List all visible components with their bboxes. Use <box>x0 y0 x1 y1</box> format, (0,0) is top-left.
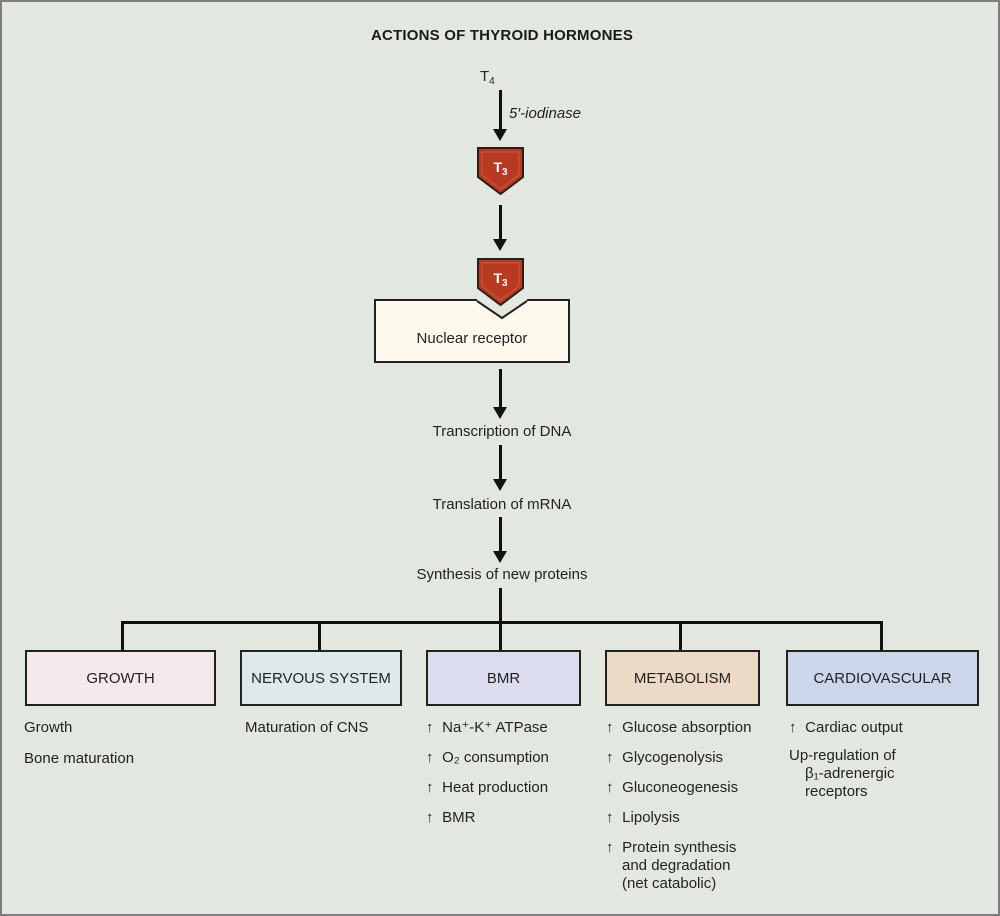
effect-item-continuation: receptors <box>805 783 868 800</box>
effect-item: Bone maturation <box>24 750 135 767</box>
effect-item: ↑ Heat production <box>426 779 549 796</box>
t3-label: T3 <box>493 159 508 178</box>
up-arrow-icon: ↑ <box>606 749 614 766</box>
branch-trunk <box>499 588 502 624</box>
nuclear-receptor-label: Nuclear receptor <box>416 330 528 347</box>
arrow-receptor-transcription-head <box>493 407 507 419</box>
up-arrow-icon: ↑ <box>606 779 614 796</box>
branch-bar <box>121 621 883 624</box>
arrow-translation-synthesis-head <box>493 551 507 563</box>
branch-cardiovascular <box>880 621 883 651</box>
arrow-t4-t3-shaft <box>499 90 502 130</box>
step-transcription: Transcription of DNA <box>432 423 572 440</box>
step-synthesis: Synthesis of new proteins <box>416 566 588 583</box>
effect-item: ↑ Na⁺-K⁺ ATPase <box>426 719 548 736</box>
category-cardiovascular: CARDIOVASCULAR <box>786 650 979 706</box>
up-arrow-icon: ↑ <box>426 809 434 826</box>
t3-pentagon-icon <box>477 147 524 196</box>
t3-hormone-free: T3 <box>477 147 524 196</box>
effect-item: ↑ Cardiac output <box>789 719 903 736</box>
step-translation: Translation of mRNA <box>432 496 572 513</box>
up-arrow-icon: ↑ <box>789 719 797 736</box>
arrow-translation-synthesis-shaft <box>499 517 502 552</box>
effect-item: Growth <box>24 719 73 736</box>
t3-hormone-bound: T3 <box>477 258 524 307</box>
category-metabolism: METABOLISM <box>605 650 760 706</box>
effect-item: ↑ Lipolysis <box>606 809 680 826</box>
t3-pentagon-icon <box>477 258 524 307</box>
effect-item: ↑ BMR <box>426 809 476 826</box>
category-nervous-system: NERVOUS SYSTEM <box>240 650 402 706</box>
nuclear-receptor-box: Nuclear receptor <box>374 299 570 363</box>
up-arrow-icon: ↑ <box>426 719 434 736</box>
effect-item: ↑ Protein synthesis <box>606 839 737 856</box>
effect-item-continuation: β₁-adrenergic <box>805 765 895 782</box>
effect-item: ↑ Glycogenolysis <box>606 749 724 766</box>
branch-nervous <box>318 621 321 651</box>
t4-label: T4 <box>480 68 495 87</box>
up-arrow-icon: ↑ <box>426 779 434 796</box>
up-arrow-icon: ↑ <box>606 839 614 856</box>
effect-item: ↑ O₂ consumption <box>426 749 549 766</box>
effect-item: Maturation of CNS <box>245 719 369 736</box>
up-arrow-icon: ↑ <box>606 719 614 736</box>
t4-subscript: 4 <box>489 76 495 87</box>
t3-label: T3 <box>493 270 508 289</box>
arrow-transcription-translation-head <box>493 479 507 491</box>
arrow-receptor-transcription-shaft <box>499 369 502 409</box>
enzyme-label: 5′-iodinase <box>509 105 582 122</box>
effect-item-continuation: (net catabolic) <box>622 875 717 892</box>
arrow-t3-receptor-head <box>493 239 507 251</box>
effect-item: ↑ Gluconeogenesis <box>606 779 739 796</box>
arrow-t4-t3-head <box>493 129 507 141</box>
category-bmr: BMR <box>426 650 581 706</box>
diagram-title: ACTIONS OF THYROID HORMONES <box>370 27 634 44</box>
t4-base: T <box>480 68 490 85</box>
effect-item: ↑ Glucose absorption <box>606 719 752 736</box>
up-arrow-icon: ↑ <box>606 809 614 826</box>
branch-growth <box>121 621 124 651</box>
arrow-transcription-translation-shaft <box>499 445 502 480</box>
effect-item: Up-regulation of <box>789 747 896 764</box>
arrow-t3-receptor-shaft <box>499 205 502 240</box>
effect-item-continuation: and degradation <box>622 857 731 874</box>
branch-metabolism <box>679 621 682 651</box>
category-growth: GROWTH <box>25 650 216 706</box>
branch-bmr <box>499 621 502 651</box>
up-arrow-icon: ↑ <box>426 749 434 766</box>
